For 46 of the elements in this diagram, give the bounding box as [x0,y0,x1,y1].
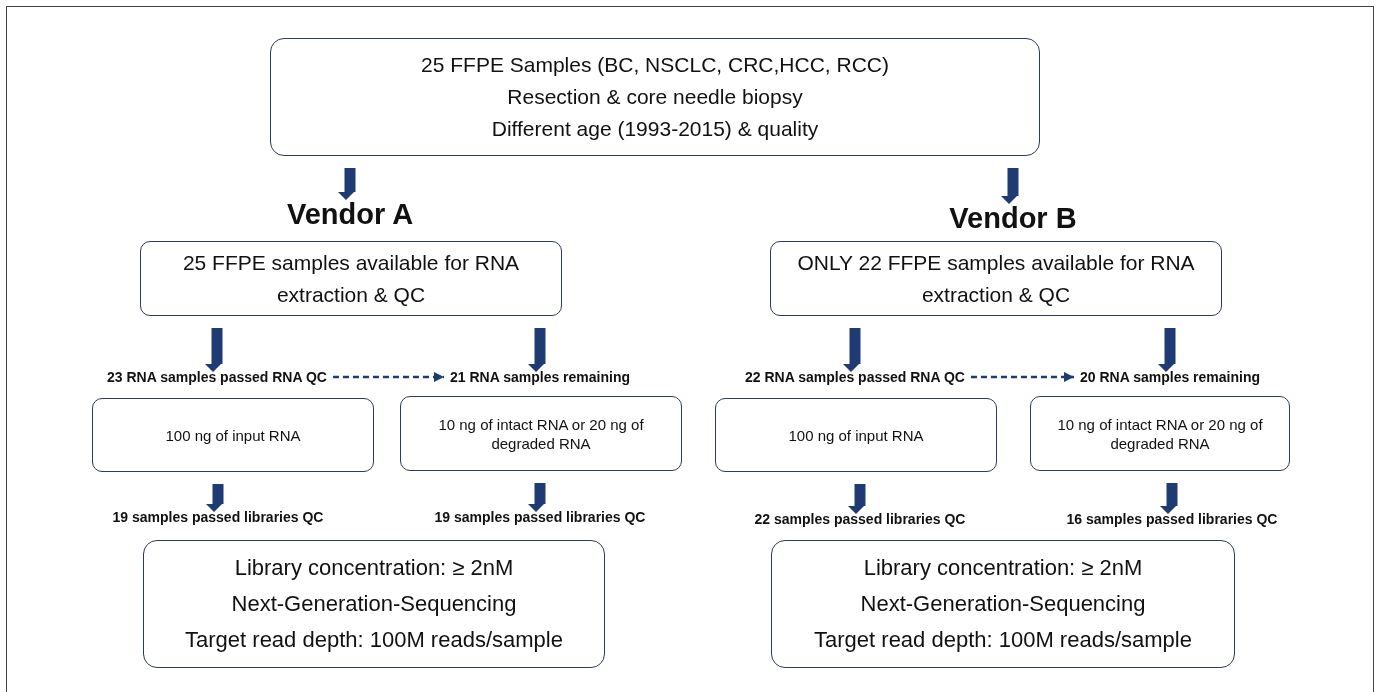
block-arrow [205,328,223,372]
vendor-heading: Vendor A [286,196,414,232]
box-text: 25 FFPE samples available for RNA extraction & QC [181,249,521,308]
box-text: Resection & core needle biopsy [507,84,803,110]
block-arrow [1001,168,1019,204]
process-box [770,241,1222,316]
step-note: 22 RNA samples passed RNA QC [745,368,965,386]
process-box [715,398,997,472]
step-note: 16 samples passed libraries QC [1066,510,1278,528]
step-note: 22 samples passed libraries QC [754,510,966,528]
box-text: Target read depth: 100M reads/sample [814,626,1192,654]
process-box [92,398,374,472]
process-box [270,38,1040,156]
box-text: Target read depth: 100M reads/sample [185,626,563,654]
box-text: Library concentration: ≥ 2nM [234,554,514,582]
block-arrow [528,483,546,512]
box-text: 100 ng of input RNA [165,425,301,445]
step-note: 19 samples passed libraries QC [434,508,646,526]
block-arrow [206,484,224,512]
box-text: 100 ng of input RNA [788,425,924,445]
process-box [771,540,1235,668]
block-arrow [843,328,861,372]
block-arrow [338,168,356,200]
box-text: 25 FFPE Samples (BC, NSCLC, CRC,HCC, RCC) [421,52,889,78]
block-arrow [1158,328,1176,372]
process-box [1030,396,1290,471]
box-text: 10 ng of intact RNA or 20 ng of degraded RNA [1056,414,1264,453]
vendor-heading: Vendor B [949,200,1077,236]
step-note: 23 RNA samples passed RNA QC [107,368,327,386]
step-note: 21 RNA samples remaining [450,368,630,386]
block-arrow [1160,483,1178,514]
box-text: ONLY 22 FFPE samples available for RNA extraction & QC [796,249,1196,308]
dashed-arrow [970,372,1074,382]
step-note: 19 samples passed libraries QC [112,508,324,526]
box-text: Library concentration: ≥ 2nM [863,554,1143,582]
box-text: 10 ng of intact RNA or 20 ng of degraded RNA [437,414,645,453]
block-arrow [528,328,546,372]
process-box [400,396,682,471]
process-box [140,241,562,316]
process-box [143,540,605,668]
block-arrow [848,484,866,514]
dashed-arrow [332,372,444,382]
box-text: Next-Generation-Sequencing [231,590,517,618]
box-text: Next-Generation-Sequencing [860,590,1146,618]
step-note: 20 RNA samples remaining [1080,368,1260,386]
box-text: Different age (1993-2015) & quality [491,116,819,142]
